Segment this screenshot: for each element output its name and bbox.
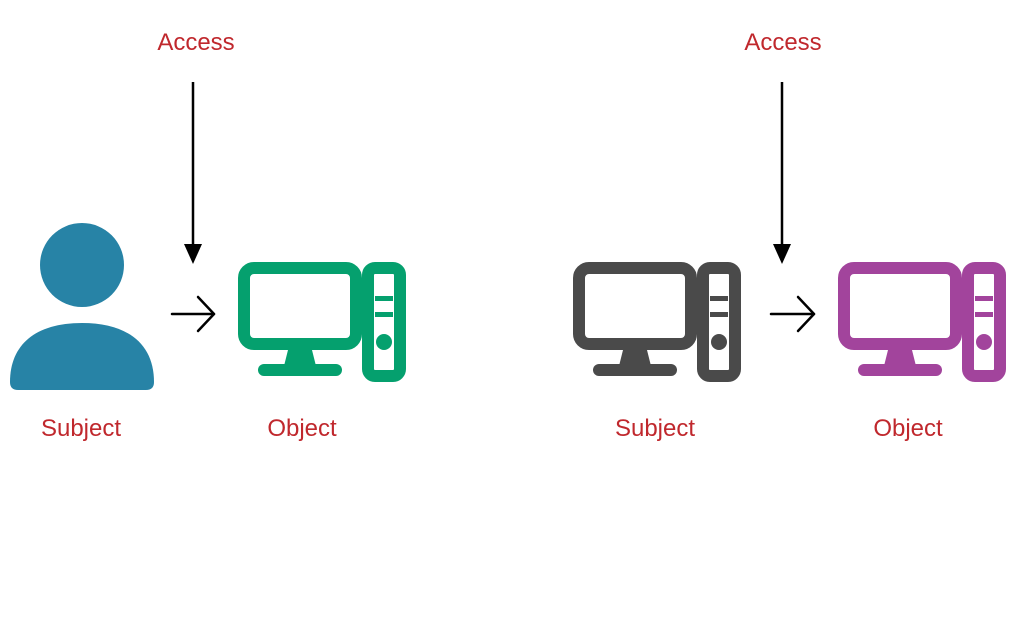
access-label-right: Access (744, 29, 822, 56)
flow-arrow-left (170, 295, 216, 333)
object-label-left: Object (267, 415, 337, 442)
desktop-computer-icon (579, 268, 735, 376)
object-label-right: Object (873, 415, 943, 442)
subject-label-right: Subject (614, 415, 696, 442)
access-arrow-left (184, 82, 202, 264)
subject-label-left: Subject (40, 415, 122, 442)
left-panel (10, 82, 400, 390)
right-panel (579, 82, 1000, 376)
flow-arrow-right (769, 295, 816, 333)
desktop-computer-icon (244, 268, 400, 376)
access-arrow-right (773, 82, 791, 264)
desktop-computer-icon (844, 268, 1000, 376)
person-icon (10, 223, 154, 390)
access-label-left: Access (157, 29, 235, 56)
